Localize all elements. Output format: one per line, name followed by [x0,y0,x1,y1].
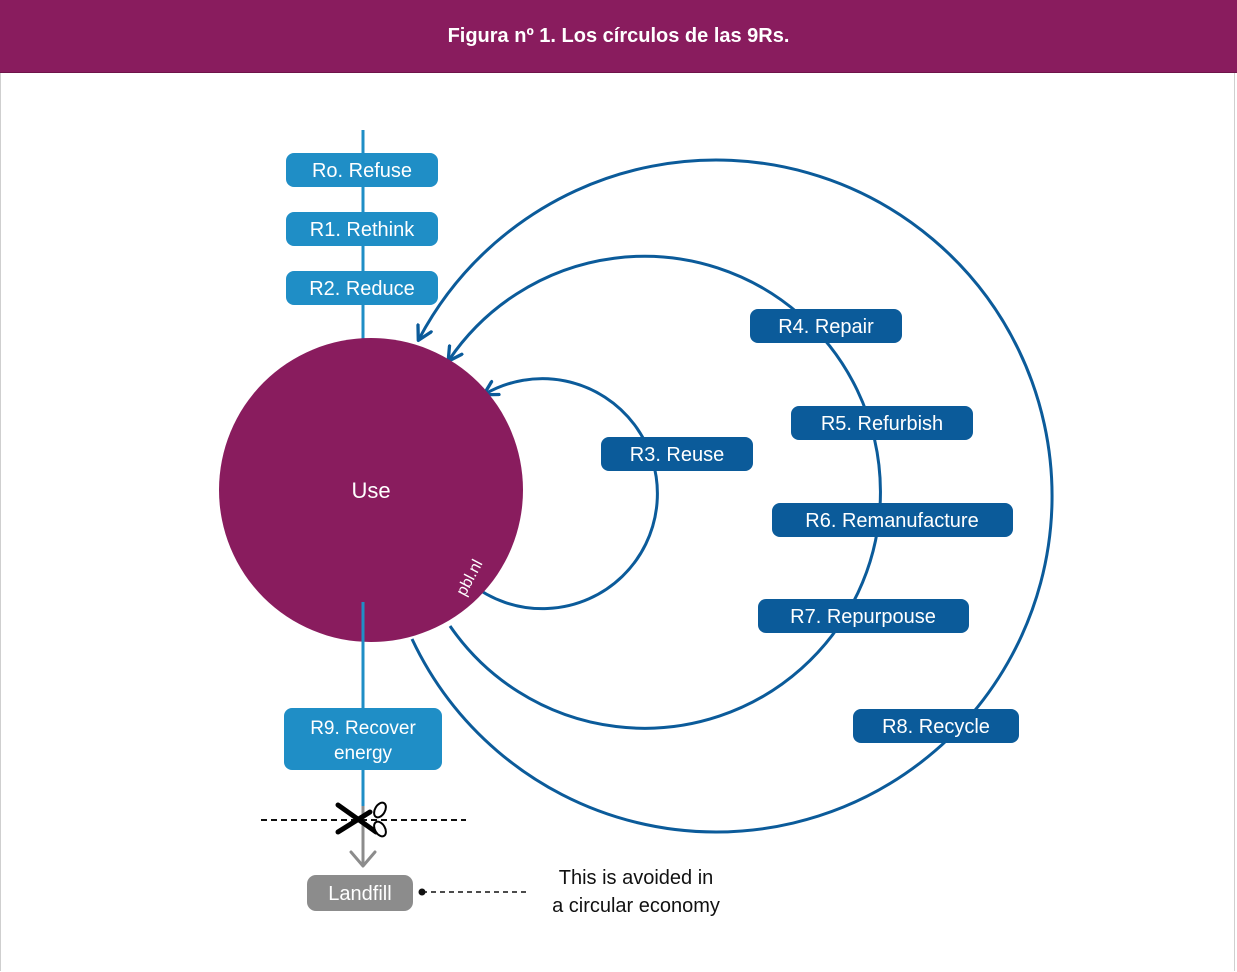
svg-text:R6. Remanufacture: R6. Remanufacture [805,510,978,532]
landfill-box [307,875,413,911]
landfill-label: Landfill [328,883,391,905]
label-r4-repair: R4. Repair [750,309,902,343]
svg-text:R3. Reuse: R3. Reuse [630,444,725,466]
figure-title: Figura nº 1. Los círculos de las 9Rs. [447,24,790,47]
scissors-icon [335,801,387,838]
label-r0-refuse: Ro. Refuse [286,153,438,187]
svg-text:R8. Recycle: R8. Recycle [882,716,990,738]
svg-text:R9. Recover: R9. Recover [310,718,416,739]
label-r1-rethink: R1. Rethink [286,212,438,246]
loop-r8-recycle [410,158,1054,834]
label-r6-remanufacture: R6. Remanufacture [772,503,1013,537]
svg-text:Ro. Refuse: Ro. Refuse [312,160,412,182]
label-r7-repurpouse: R7. Repurpouse [758,599,969,633]
svg-text:R5. Refurbish: R5. Refurbish [821,413,943,435]
svg-text:R1. Rethink: R1. Rethink [310,219,415,241]
note-line-2: a circular economy [552,895,720,917]
label-r9-recover-energy: R9. Recover energy [284,708,442,770]
label-r5-refurbish: R5. Refurbish [791,406,973,440]
loop-r3-reuse [469,377,659,611]
svg-text:R2. Reduce: R2. Reduce [309,278,415,300]
svg-text:energy: energy [334,743,393,764]
svg-text:R4. Repair: R4. Repair [778,316,874,338]
loop-r4-r7 [449,254,882,730]
use-label: Use [351,478,390,503]
figure-header: Figura nº 1. Los círculos de las 9Rs. [0,0,1237,73]
use-circle [219,338,523,642]
label-r3-reuse: R3. Reuse [601,437,753,471]
svg-text:R7. Repurpouse: R7. Repurpouse [790,606,936,628]
arrow-into-landfill [349,850,377,868]
label-r8-recycle: R8. Recycle [853,709,1019,743]
note-line-1: This is avoided in [559,867,714,889]
note-connector-dot [418,888,426,896]
label-r2-reduce: R2. Reduce [286,271,438,305]
